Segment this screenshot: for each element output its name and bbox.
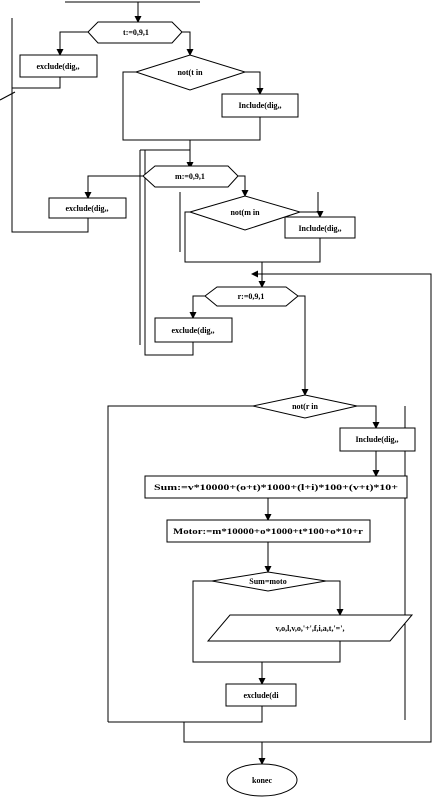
calc-motor-label: Motor:=m*10000+o*1000+t*100+o*10+r <box>173 527 364 536</box>
cond-not-t-label: not(t in <box>177 68 203 77</box>
exclude-t-label: exclude(dig,, <box>36 62 79 71</box>
include-t-box <box>221 93 299 118</box>
connector-lines <box>0 1 432 765</box>
calc-motor-box <box>166 519 371 543</box>
output-parallelogram <box>206 614 414 642</box>
output-label: v,o,l,v,o,'+',f,i,a,t,'=', <box>276 624 345 633</box>
exclude-m-label: exclude(dig,, <box>65 204 108 213</box>
cond-not-m-diamond <box>188 195 302 231</box>
cond-not-m-label: not(m in <box>230 208 260 217</box>
loop-r-label: r:=0,9,1 <box>238 292 265 301</box>
include-r-box <box>339 427 416 452</box>
cond-sum-label: Sum=moto <box>249 577 286 586</box>
loop-m-hexagon <box>142 165 239 188</box>
cond-not-t-diamond <box>134 54 247 91</box>
cond-sum-diamond <box>211 571 327 592</box>
loop-t-hexagon <box>87 21 183 44</box>
end-label: konec <box>252 776 272 785</box>
include-m-label: Include(dig,, <box>298 224 341 233</box>
include-r-label: Include(dig,, <box>355 435 398 444</box>
include-t-label: Include(dig,, <box>238 101 281 110</box>
cond-not-r-label: not(r in <box>292 402 318 411</box>
exclude-m-box <box>48 197 127 219</box>
exclude-last-label: exclude(di <box>243 691 279 700</box>
exclude-r-box <box>154 317 233 343</box>
cond-not-r-diamond <box>252 394 358 419</box>
calc-sum-box <box>144 475 408 499</box>
end-terminal <box>226 763 298 797</box>
exclude-t-box <box>19 54 98 78</box>
exclude-last-box <box>225 683 297 707</box>
exclude-r-label: exclude(dig,, <box>171 326 214 335</box>
include-m-box <box>284 216 356 239</box>
loop-r-hexagon <box>204 286 299 307</box>
calc-sum-label: Sum:=v*10000+(o+t)*1000+(l+i)*100+(v+t)*… <box>154 483 399 492</box>
loop-m-label: m:=0,9,1 <box>175 172 205 181</box>
loop-t-label: t:=0,9,1 <box>123 28 149 37</box>
